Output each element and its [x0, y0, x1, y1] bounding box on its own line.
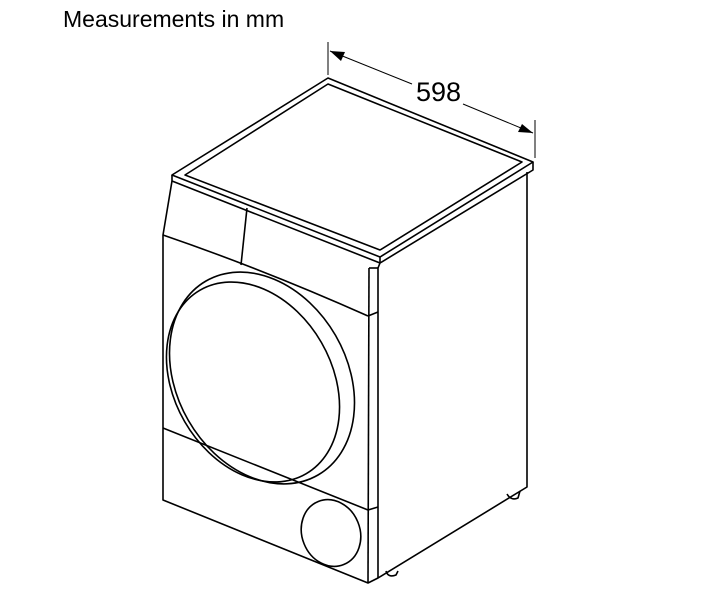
- door: [165, 271, 356, 485]
- door-outer-ring: [168, 271, 356, 485]
- width-dimension: 598: [327, 42, 536, 158]
- dryer-side: [369, 172, 528, 579]
- control-panel-edge: [162, 234, 369, 317]
- width-label: 598: [416, 77, 461, 107]
- filter-cover: [300, 498, 362, 568]
- plinth-edge: [162, 427, 369, 511]
- dimension-line-left: [329, 50, 413, 85]
- diagram-title: Measurements in mm: [63, 6, 285, 32]
- arrowhead-left-icon: [330, 51, 345, 61]
- dryer-front: [162, 180, 379, 584]
- dryer-top: [171, 77, 534, 264]
- control-panel-divider: [240, 207, 248, 266]
- door-glass: [165, 281, 341, 483]
- foot-back: [506, 490, 521, 500]
- arrowhead-right-icon: [518, 124, 533, 133]
- foot-front: [385, 570, 399, 577]
